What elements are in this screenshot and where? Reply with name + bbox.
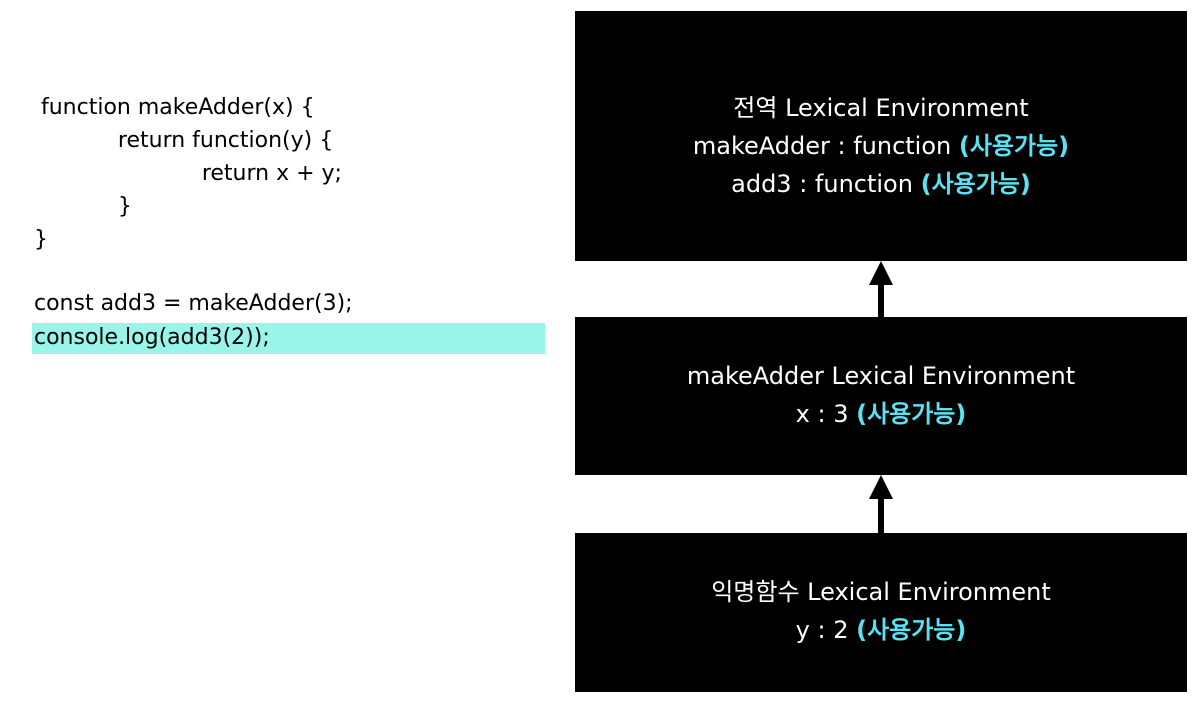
makeadder-environment-title: makeAdder Lexical Environment bbox=[686, 362, 1076, 390]
available-tag: (사용가능) bbox=[958, 132, 1070, 160]
code-line-1: function makeAdder(x) { bbox=[34, 95, 315, 120]
arrow-shaft bbox=[878, 497, 884, 533]
binding-text: makeAdder : function bbox=[692, 132, 959, 160]
global-binding-makeadder: makeAdder : function (사용가능) bbox=[693, 127, 1069, 165]
code-line-3: return x + y; bbox=[34, 161, 342, 186]
global-environment-title: 전역 Lexical Environment bbox=[733, 94, 1029, 122]
arrow-head bbox=[869, 475, 893, 499]
available-tag: (사용가능) bbox=[856, 400, 967, 428]
global-environment-box: 전역 Lexical Environment makeAdder : funct… bbox=[575, 11, 1187, 261]
code-line-4: } bbox=[34, 194, 132, 219]
code-line-2: return function(y) { bbox=[34, 128, 334, 153]
makeadder-binding-x: x : 3 (사용가능) bbox=[796, 395, 967, 433]
outer-reference-arrow bbox=[869, 261, 893, 317]
outer-reference-arrow bbox=[869, 475, 893, 533]
current-line-highlight bbox=[32, 323, 545, 354]
code-line-5: } bbox=[34, 227, 48, 252]
anonymous-binding-y: y : 2 (사용가능) bbox=[796, 611, 967, 649]
binding-text: add3 : function bbox=[731, 170, 921, 198]
arrow-shaft bbox=[878, 283, 884, 317]
anonymous-environment-title: 익명함수 Lexical Environment bbox=[711, 578, 1051, 606]
code-line-7: const add3 = makeAdder(3); bbox=[34, 291, 353, 316]
arrow-head bbox=[869, 261, 893, 285]
available-tag: (사용가능) bbox=[856, 616, 967, 644]
makeadder-environment-box: makeAdder Lexical Environment x : 3 (사용가… bbox=[575, 317, 1187, 475]
anonymous-function-environment-box: 익명함수 Lexical Environment y : 2 (사용가능) bbox=[575, 533, 1187, 692]
binding-text: y : 2 bbox=[795, 616, 857, 644]
code-line-8: console.log(add3(2)); bbox=[34, 325, 270, 350]
global-binding-add3: add3 : function (사용가능) bbox=[731, 165, 1031, 203]
available-tag: (사용가능) bbox=[920, 170, 1031, 198]
binding-text: x : 3 bbox=[795, 400, 857, 428]
